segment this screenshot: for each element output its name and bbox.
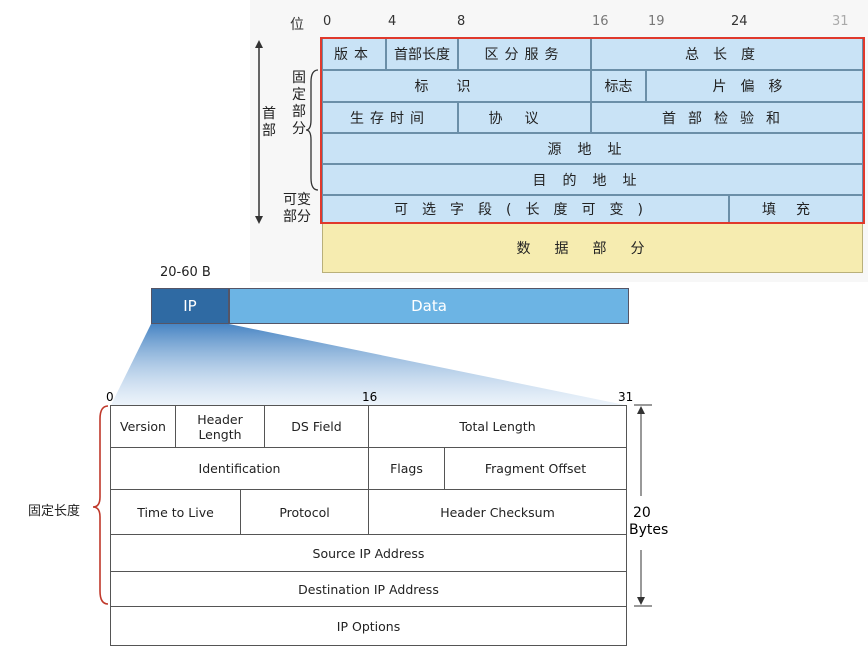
en-ttl: Time to Live [110, 489, 241, 535]
cn-source-address: 源地址 [322, 133, 863, 164]
bit-number-0: 0 [323, 14, 332, 29]
cn-identification: 标识 [322, 70, 591, 102]
en-bit-31: 31 [618, 390, 634, 404]
cn-padding: 填充 [729, 195, 863, 223]
size-label: 20-60 B [160, 265, 211, 280]
en-ip-options: IP Options [110, 606, 627, 646]
cn-options: 可选字段(长度可变) [322, 195, 729, 223]
cn-destination-address: 目的地址 [322, 164, 863, 195]
en-identification: Identification [110, 447, 369, 490]
fixed-length-brace [92, 405, 109, 605]
cn-flags: 标志 [591, 70, 646, 102]
bit-number-19: 19 [648, 14, 665, 29]
en-checksum: Header Checksum [368, 489, 627, 535]
cn-ds: 区分服务 [458, 38, 591, 70]
en-header-length: Header Length [175, 405, 265, 448]
en-bit-16: 16 [362, 390, 378, 404]
cn-ttl: 生存时间 [322, 102, 458, 133]
cn-total-length: 总长度 [591, 38, 863, 70]
header-arrow [252, 40, 266, 224]
bit-label: 位 [290, 17, 304, 33]
cn-version: 版本 [322, 38, 386, 70]
cn-header-length: 首部长度 [386, 38, 458, 70]
en-flags: Flags [368, 447, 445, 490]
bit-number-8: 8 [457, 14, 466, 29]
fixed-length-label: 固定长度 [28, 504, 81, 519]
en-fragment-offset: Fragment Offset [444, 447, 627, 490]
fixed-part-label: 固定部分 [292, 70, 306, 137]
bytes-unit: Bytes [629, 522, 669, 538]
fixed-part-brace [305, 68, 320, 197]
cn-protocol: 协议 [458, 102, 591, 133]
en-version: Version [110, 405, 176, 448]
bytes-number: 20 [633, 505, 651, 521]
en-ds-field: DS Field [264, 405, 369, 448]
ip-block: IP [151, 288, 229, 324]
cn-checksum: 首部检验和 [591, 102, 863, 133]
bit-number-16: 16 [592, 14, 609, 29]
en-destination-ip: Destination IP Address [110, 571, 627, 607]
variable-part-label: 可变部分 [283, 192, 311, 225]
bit-number-4: 4 [388, 14, 397, 29]
bytes-arrow [634, 404, 652, 607]
en-source-ip: Source IP Address [110, 534, 627, 572]
en-total-length: Total Length [368, 405, 627, 448]
data-block: Data [229, 288, 629, 324]
en-protocol: Protocol [240, 489, 369, 535]
bit-number-31: 31 [832, 14, 849, 29]
header-label: 首部 [262, 106, 280, 140]
en-bit-0: 0 [106, 390, 114, 404]
cn-fragment-offset: 片偏移 [646, 70, 863, 102]
bit-number-24: 24 [731, 14, 748, 29]
ipv4-header-diagram-cn: 位 0 4 8 16 19 24 31 首部 固定部分 可变部分 版本 首部长度… [250, 0, 868, 282]
